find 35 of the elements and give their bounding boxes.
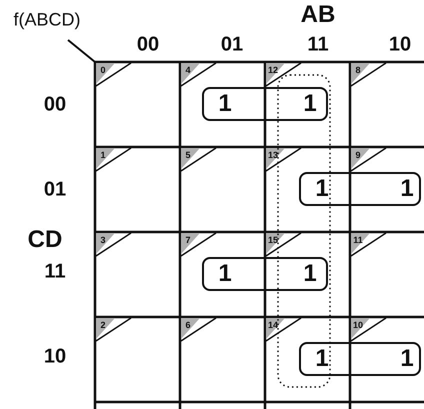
cell-index: 13 [268, 150, 278, 160]
cell-index: 6 [186, 320, 190, 330]
cell-index: 14 [268, 320, 278, 330]
cell-value: 1 [400, 175, 414, 203]
cell-index: 8 [356, 65, 360, 75]
function-label: f(ABCD) [14, 10, 80, 30]
cell-value: 1 [315, 345, 329, 373]
cell-index: 10 [353, 320, 363, 330]
cell-value: 1 [400, 345, 414, 373]
cell-index: 7 [186, 235, 190, 245]
cell-index: 2 [100, 320, 106, 330]
cell-index: 15 [268, 235, 278, 245]
axis-label: CD [28, 226, 62, 254]
row-header: 11 [44, 260, 66, 284]
row-header: 00 [44, 94, 66, 116]
cell-index: 3 [100, 235, 106, 245]
cell-value: 1 [303, 260, 317, 288]
row-header: 01 [44, 178, 66, 202]
column-header: 01 [220, 34, 244, 56]
cell-value: 1 [303, 90, 317, 118]
row-header: 10 [44, 346, 66, 368]
cell-index: 12 [268, 65, 278, 75]
cell-value: 1 [315, 175, 329, 203]
column-header: 10 [388, 34, 412, 56]
axis-label: AB [300, 1, 336, 29]
cell-index: 11 [353, 235, 363, 245]
cell-index: 9 [356, 150, 360, 160]
cell-index: 1 [100, 150, 106, 160]
cell-index: 5 [186, 150, 190, 160]
column-header: 11 [307, 34, 329, 56]
column-header: 00 [136, 34, 160, 56]
cell-value: 1 [218, 260, 232, 288]
cell-index: 4 [186, 65, 190, 75]
cell-index: 0 [100, 65, 106, 75]
cell-value: 1 [218, 90, 232, 118]
